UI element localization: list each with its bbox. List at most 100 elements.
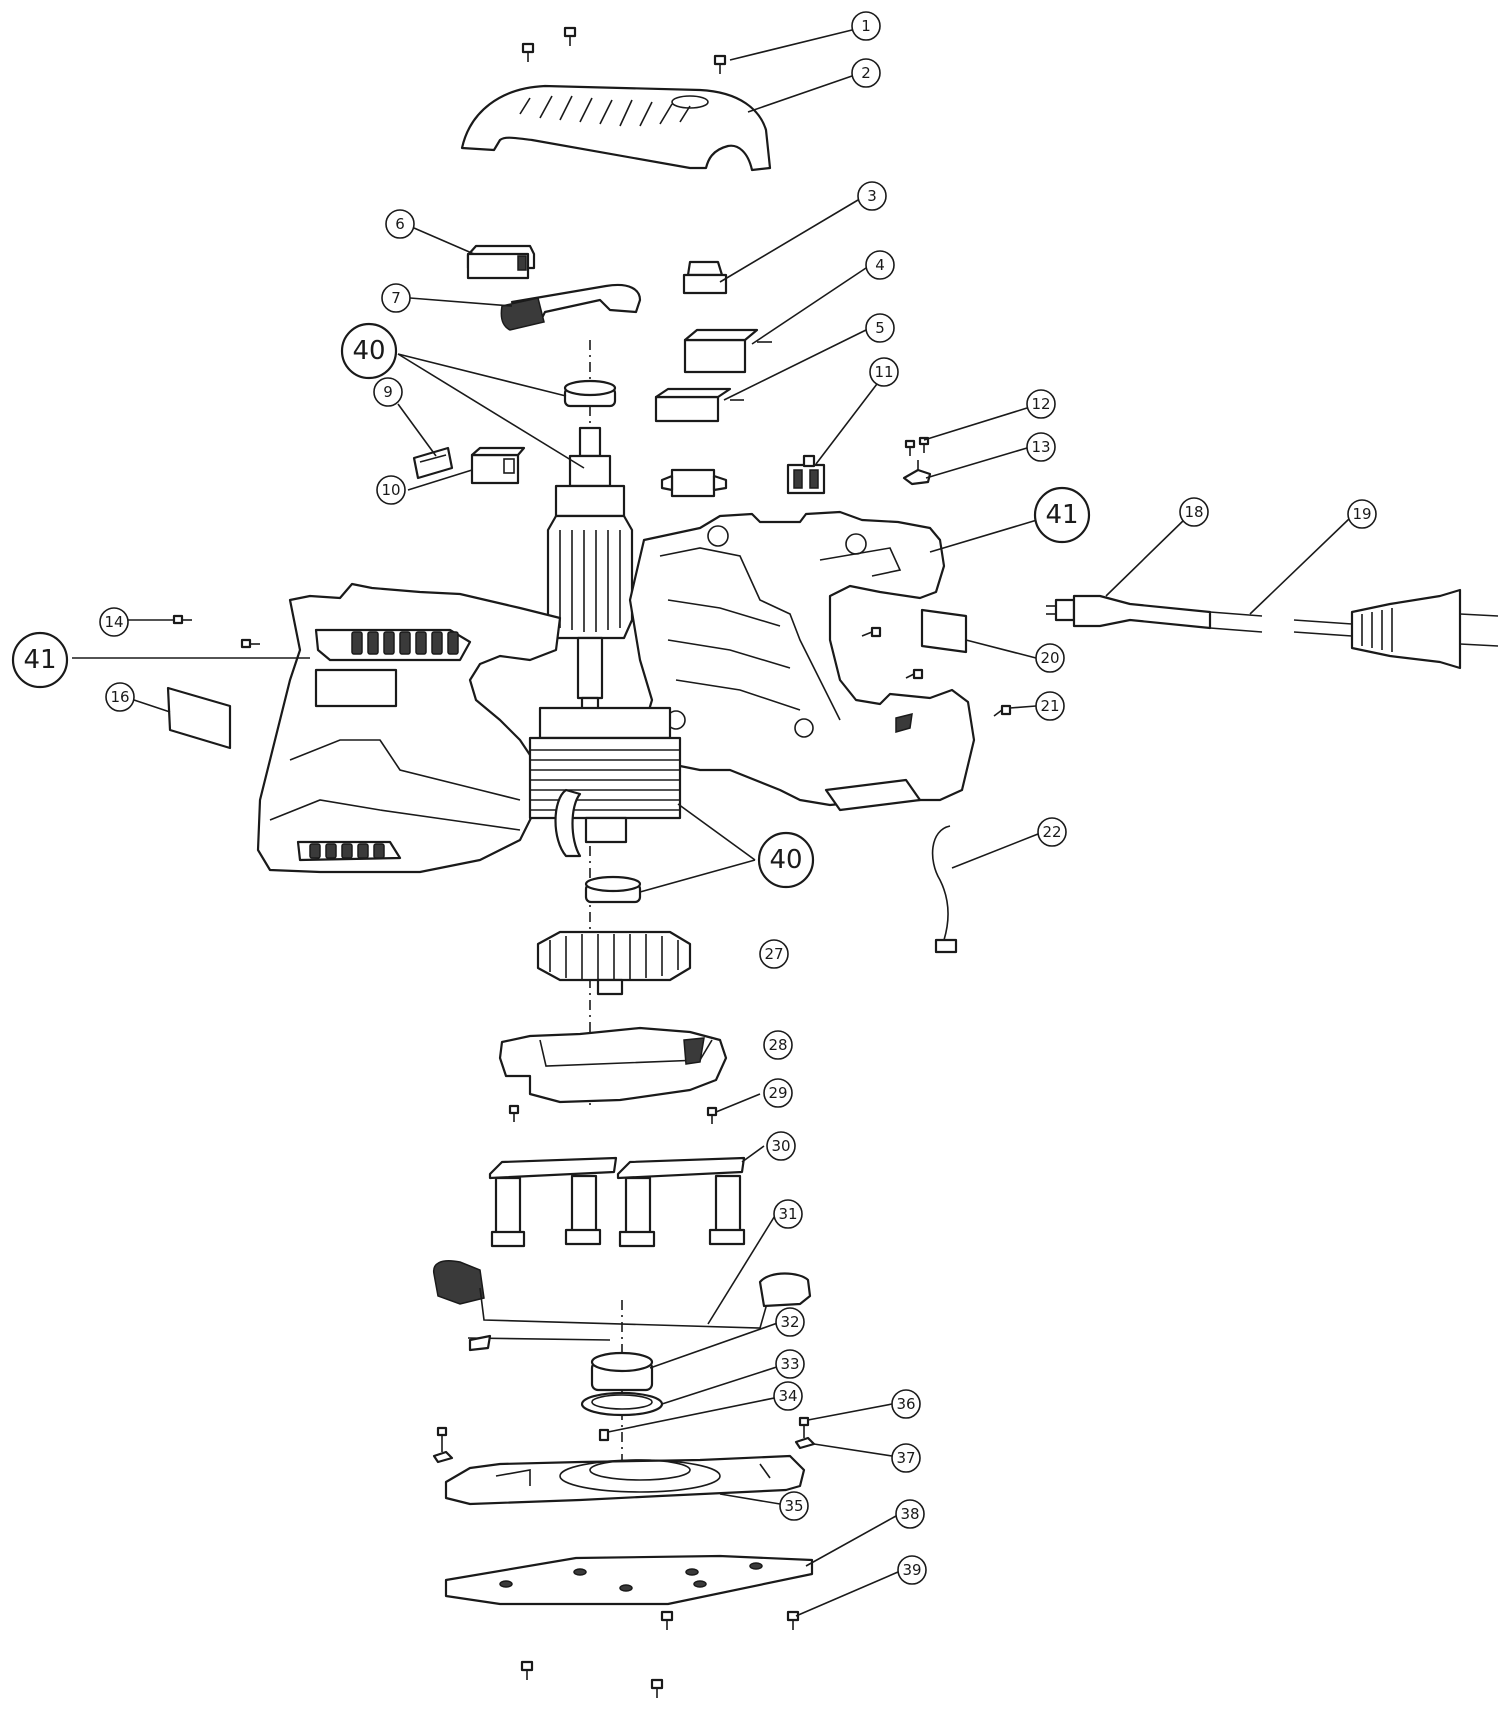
housing-screws xyxy=(861,626,924,680)
pad-supports-part-30 xyxy=(488,1156,746,1248)
base-plate-part-35 xyxy=(444,1454,806,1506)
trigger-lever-part-7 xyxy=(500,283,642,331)
capacitor-part-5 xyxy=(654,387,744,423)
svg-text:28: 28 xyxy=(768,1036,787,1054)
fan-part-27 xyxy=(536,930,692,996)
callout-30: 30 xyxy=(766,1131,796,1161)
bearing-part-32 xyxy=(590,1351,654,1392)
screw-part-1 xyxy=(521,26,727,74)
stator-field-coil xyxy=(528,706,682,858)
switch-block-part-4 xyxy=(683,328,772,374)
callout-20: 20 xyxy=(1035,643,1065,673)
svg-text:41: 41 xyxy=(1045,500,1078,530)
brush-holder-right xyxy=(660,468,728,498)
armature-rotor xyxy=(546,426,634,750)
callout-35: 35 xyxy=(779,1491,809,1521)
housing-right-part-41 xyxy=(628,510,976,812)
svg-text:11: 11 xyxy=(874,363,893,381)
callout-3: 3 xyxy=(857,181,887,211)
callout-1: 1 xyxy=(851,11,881,41)
svg-text:32: 32 xyxy=(780,1313,799,1331)
callout-39: 39 xyxy=(897,1555,927,1585)
callout-27: 27 xyxy=(759,939,789,969)
brush-clip-part-9 xyxy=(412,446,454,480)
svg-text:35: 35 xyxy=(784,1497,803,1515)
screws-part-12 xyxy=(904,436,930,456)
callout-37: 37 xyxy=(891,1443,921,1473)
svg-text:37: 37 xyxy=(896,1449,915,1467)
svg-text:14: 14 xyxy=(104,613,123,631)
screw-part-14 xyxy=(172,614,260,649)
screw-part-21 xyxy=(993,704,1012,717)
callout-19: 19 xyxy=(1347,499,1377,529)
callout-41-right: 41 xyxy=(1033,486,1091,544)
svg-text:30: 30 xyxy=(771,1137,790,1155)
callout-32: 32 xyxy=(775,1307,805,1337)
svg-text:33: 33 xyxy=(780,1355,799,1373)
strain-relief-part-18 xyxy=(1046,594,1212,630)
vent-slots-upper xyxy=(351,631,459,655)
screw-washer-parts-36-37 xyxy=(432,1416,816,1464)
bearing-upper-part-40 xyxy=(563,379,617,408)
svg-text:6: 6 xyxy=(395,215,405,233)
callout-5: 5 xyxy=(865,313,895,343)
svg-text:40: 40 xyxy=(352,336,385,366)
terminal-block-part-11 xyxy=(786,454,826,495)
svg-text:3: 3 xyxy=(867,187,877,205)
power-cord-part-19 xyxy=(1209,588,1499,670)
fan-housing-part-28 xyxy=(498,1026,728,1104)
clamp-lever-part-31 xyxy=(432,1260,812,1352)
lock-button-part-6 xyxy=(466,244,536,280)
callout-13: 13 xyxy=(1026,432,1056,462)
svg-text:5: 5 xyxy=(875,319,885,337)
callout-18: 18 xyxy=(1179,497,1209,527)
callout-10: 10 xyxy=(376,475,406,505)
callout-6: 6 xyxy=(385,209,415,239)
callout-29: 29 xyxy=(763,1078,793,1108)
leader-lines xyxy=(72,29,1351,1617)
callout-40-lower: 40 xyxy=(757,831,815,889)
svg-text:18: 18 xyxy=(1184,503,1203,521)
svg-text:1: 1 xyxy=(861,17,871,35)
cord-clamp-part-13 xyxy=(902,460,932,486)
svg-text:21: 21 xyxy=(1040,697,1059,715)
label-plate-part-20 xyxy=(920,608,968,654)
svg-text:9: 9 xyxy=(383,383,393,401)
screws-part-29 xyxy=(508,1104,718,1124)
callout-2: 2 xyxy=(851,58,881,88)
svg-text:36: 36 xyxy=(896,1395,915,1413)
ring-part-33 xyxy=(580,1391,664,1417)
svg-text:4: 4 xyxy=(875,256,885,274)
svg-text:22: 22 xyxy=(1042,823,1061,841)
switch-knob-part-3 xyxy=(682,260,728,295)
svg-text:41: 41 xyxy=(23,645,56,675)
callout-33: 33 xyxy=(775,1349,805,1379)
callout-4: 4 xyxy=(865,250,895,280)
callout-41-left: 41 xyxy=(11,631,69,689)
svg-text:7: 7 xyxy=(391,289,401,307)
bearing-lower-part-40 xyxy=(584,875,642,904)
label-plate-part-16 xyxy=(166,686,232,750)
svg-text:27: 27 xyxy=(764,945,783,963)
svg-text:2: 2 xyxy=(861,64,871,82)
svg-text:31: 31 xyxy=(778,1205,797,1223)
callout-7: 7 xyxy=(381,283,411,313)
handle-cover-part-2 xyxy=(460,84,772,172)
housing-left-part-41 xyxy=(256,582,562,874)
svg-text:40: 40 xyxy=(769,845,802,875)
svg-text:10: 10 xyxy=(381,481,400,499)
svg-text:38: 38 xyxy=(900,1505,919,1523)
svg-text:39: 39 xyxy=(902,1561,921,1579)
callout-22: 22 xyxy=(1037,817,1067,847)
callout-34: 34 xyxy=(773,1381,803,1411)
svg-text:34: 34 xyxy=(778,1387,797,1405)
svg-text:29: 29 xyxy=(768,1084,787,1102)
svg-text:19: 19 xyxy=(1352,505,1371,523)
svg-text:12: 12 xyxy=(1031,395,1050,413)
vent-slots-lower xyxy=(309,843,385,859)
svg-text:20: 20 xyxy=(1040,649,1059,667)
callout-38: 38 xyxy=(895,1499,925,1529)
callout-14: 14 xyxy=(99,607,129,637)
callout-40-upper: 40 xyxy=(340,322,398,380)
